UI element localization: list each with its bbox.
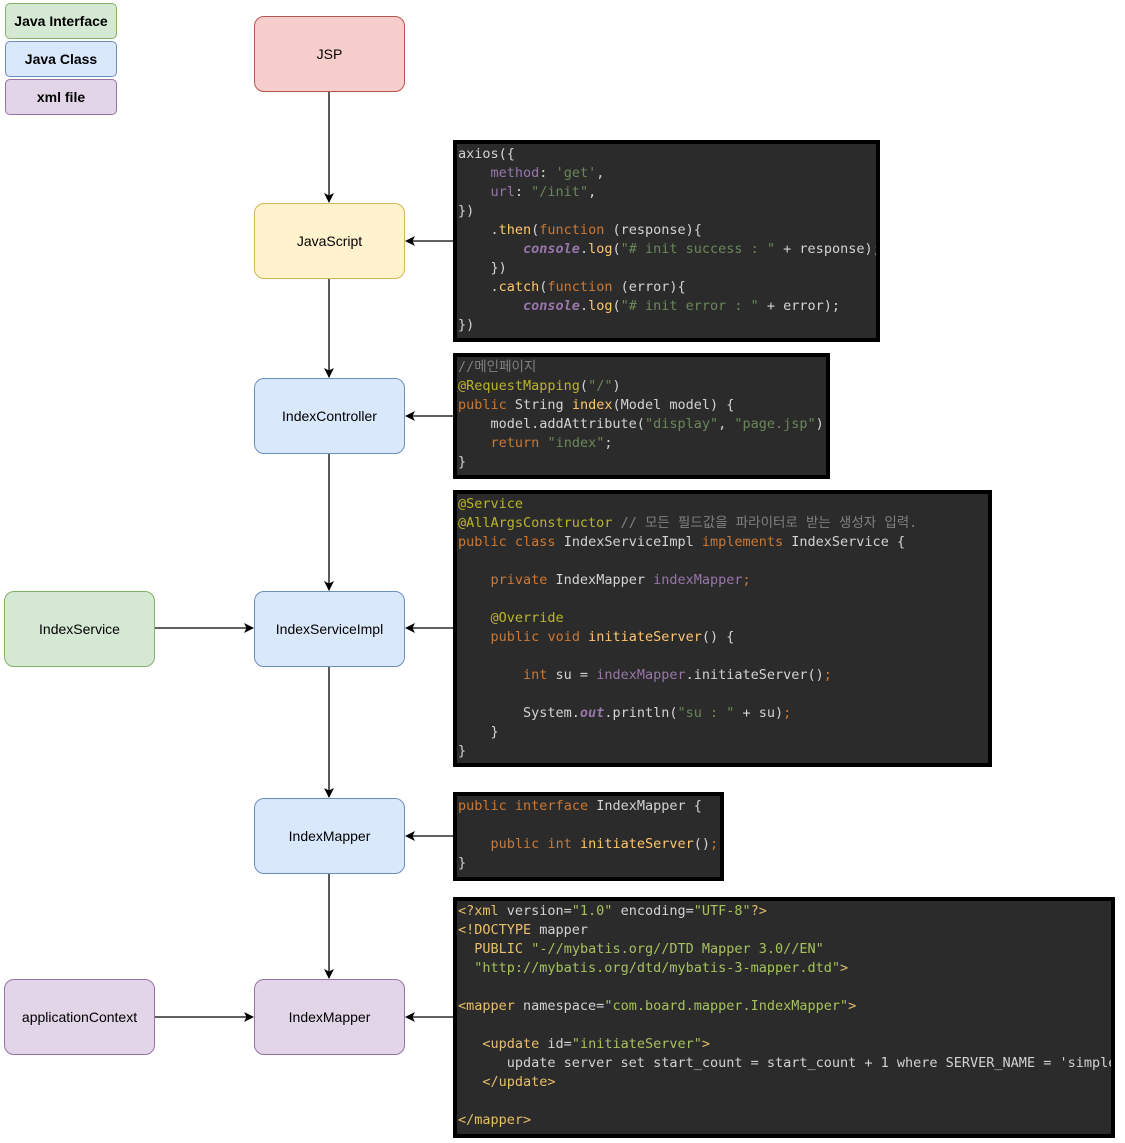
code-line: return "index"; xyxy=(490,435,613,451)
code-line: @AllArgsConstructor // 모든 필드값을 파라이터로 받는 … xyxy=(458,515,918,531)
code-line: </update> xyxy=(482,1074,556,1090)
code-line: private IndexMapper indexMapper; xyxy=(490,572,751,588)
node-index-mapper-java: IndexMapper xyxy=(254,798,405,874)
code-line: <?xml version="1.0" encoding="UTF-8"?> xyxy=(458,903,767,919)
code-line: public void initiateServer() { xyxy=(490,629,735,645)
code-panel-mapper-java: public interface IndexMapper { public in… xyxy=(453,792,724,881)
code-line: "http://mybatis.org/dtd/mybatis-3-mapper… xyxy=(474,960,849,976)
node-application-context: applicationContext xyxy=(4,979,155,1055)
legend-java-class: Java Class xyxy=(5,41,117,77)
code-line: console.log("# init success : " + respon… xyxy=(523,241,880,257)
code-line: int su = indexMapper.initiateServer(); xyxy=(523,667,832,683)
code-line: }) xyxy=(458,317,475,333)
code-line xyxy=(458,978,1111,997)
code-line: }) xyxy=(458,203,475,219)
node-index-service-impl: IndexServiceImpl xyxy=(254,591,405,667)
code-line: method: 'get', xyxy=(490,165,605,181)
code-line: //메인페이지 xyxy=(458,359,537,375)
code-line: update server set start_count = start_co… xyxy=(458,1055,1115,1071)
code-line: url: "/init", xyxy=(490,184,597,200)
code-line: <!DOCTYPE mapper xyxy=(458,922,589,938)
code-line xyxy=(458,1016,1111,1035)
code-panel-mapper-xml: <?xml version="1.0" encoding="UTF-8"?> <!… xyxy=(453,897,1115,1138)
code-line: axios({ xyxy=(458,146,515,162)
code-line xyxy=(458,590,988,609)
code-panel-controller: //메인페이지 @RequestMapping("/") public String… xyxy=(453,353,830,479)
code-line: </mapper> xyxy=(458,1112,532,1128)
code-panel-service-impl: @Service @AllArgsConstructor // 모든 필드값을 파… xyxy=(453,490,992,767)
code-line: console.log("# init error : " + error); xyxy=(523,298,841,314)
code-line xyxy=(458,816,720,835)
code-line: model.addAttribute("display", "page.jsp"… xyxy=(458,416,827,432)
legend-java-interface: Java Interface xyxy=(5,3,117,39)
code-line: } xyxy=(458,743,467,759)
code-line xyxy=(458,552,988,571)
code-line: .catch(function (error){ xyxy=(458,279,686,295)
node-javascript: JavaScript xyxy=(254,203,405,279)
code-line: public interface IndexMapper { xyxy=(458,798,702,814)
code-line: } xyxy=(458,855,467,871)
code-line: } xyxy=(458,454,467,470)
code-line: } xyxy=(458,724,499,740)
code-line xyxy=(458,685,988,704)
code-line: }) xyxy=(458,260,507,276)
code-line: @Service xyxy=(458,496,524,512)
node-index-controller: IndexController xyxy=(254,378,405,454)
code-line: System.out.println("su : " + su); xyxy=(458,705,792,721)
node-jsp: JSP xyxy=(254,16,405,92)
code-line: public int initiateServer(); xyxy=(490,836,719,852)
code-line: @Override xyxy=(490,610,564,626)
code-line: .then(function (response){ xyxy=(458,222,702,238)
code-line xyxy=(458,647,988,666)
code-line: @RequestMapping("/") xyxy=(458,378,621,394)
node-index-mapper-xml: IndexMapper xyxy=(254,979,405,1055)
node-index-service: IndexService xyxy=(4,591,155,667)
code-line: <mapper namespace="com.board.mapper.Inde… xyxy=(458,998,857,1014)
code-line: <update id="initiateServer"> xyxy=(482,1036,710,1052)
code-line xyxy=(458,1092,1111,1111)
code-panel-javascript: axios({ method: 'get', url: "/init",}) .… xyxy=(453,140,880,342)
legend-xml-file: xml file xyxy=(5,79,117,115)
code-line: PUBLIC "-//mybatis.org//DTD Mapper 3.0//… xyxy=(474,941,824,957)
code-line: public String index(Model model) { xyxy=(458,397,735,413)
code-line: public class IndexServiceImpl implements… xyxy=(458,534,906,550)
